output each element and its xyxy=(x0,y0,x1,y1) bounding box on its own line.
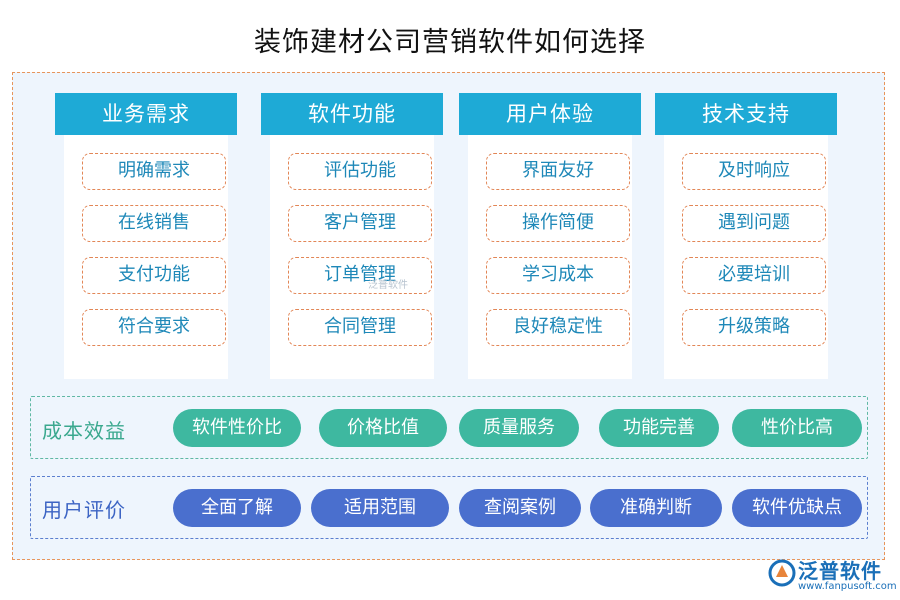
column-software-features: 软件功能 评估功能 客户管理 订单管理 合同管理 xyxy=(261,93,443,379)
column-item: 评估功能 xyxy=(288,153,432,190)
column-body: 明确需求 在线销售 支付功能 符合要求 xyxy=(64,135,228,379)
column-user-experience: 用户体验 界面友好 操作简便 学习成本 良好稳定性 xyxy=(459,93,641,379)
logo-url: www.fanpusoft.com xyxy=(798,581,897,592)
column-item: 支付功能 xyxy=(82,257,226,294)
evaluation-pill: 软件优缺点 xyxy=(732,489,862,527)
column-business-needs: 业务需求 明确需求 在线销售 支付功能 符合要求 xyxy=(55,93,237,379)
evaluation-pill: 全面了解 xyxy=(173,489,301,527)
user-evaluation-band xyxy=(30,476,868,539)
user-evaluation-label: 用户评价 xyxy=(42,498,126,522)
column-item: 遇到问题 xyxy=(682,205,826,242)
column-item: 及时响应 xyxy=(682,153,826,190)
column-tech-support: 技术支持 及时响应 遇到问题 必要培训 升级策略 xyxy=(655,93,837,379)
column-item: 订单管理 xyxy=(288,257,432,294)
cost-pill: 价格比值 xyxy=(319,409,447,447)
column-heading: 软件功能 xyxy=(261,93,443,135)
watermark: 泛普软件 xyxy=(368,280,408,291)
evaluation-pill: 准确判断 xyxy=(590,489,722,527)
column-body: 界面友好 操作简便 学习成本 良好稳定性 xyxy=(468,135,632,379)
page-title: 装饰建材公司营销软件如何选择 xyxy=(254,27,646,58)
column-item: 操作简便 xyxy=(486,205,630,242)
column-item: 升级策略 xyxy=(682,309,826,346)
logo-icon xyxy=(768,559,796,587)
cost-pill: 功能完善 xyxy=(599,409,719,447)
cost-pill: 性价比高 xyxy=(732,409,862,447)
cost-pill: 质量服务 xyxy=(459,409,579,447)
column-heading: 用户体验 xyxy=(459,93,641,135)
column-item: 良好稳定性 xyxy=(486,309,630,346)
column-heading: 技术支持 xyxy=(655,93,837,135)
column-item: 明确需求 xyxy=(82,153,226,190)
evaluation-pill: 适用范围 xyxy=(311,489,449,527)
column-body: 评估功能 客户管理 订单管理 合同管理 xyxy=(270,135,434,379)
column-item: 界面友好 xyxy=(486,153,630,190)
column-item: 必要培训 xyxy=(682,257,826,294)
evaluation-pill: 查阅案例 xyxy=(459,489,581,527)
brand-logo: 泛普软件 www.fanpusoft.com xyxy=(768,553,897,597)
logo-name: 泛普软件 xyxy=(798,559,882,583)
column-item: 合同管理 xyxy=(288,309,432,346)
column-item: 在线销售 xyxy=(82,205,226,242)
column-item: 符合要求 xyxy=(82,309,226,346)
column-heading: 业务需求 xyxy=(55,93,237,135)
cost-benefit-label: 成本效益 xyxy=(42,419,126,443)
cost-benefit-band xyxy=(30,396,868,459)
cost-pill: 软件性价比 xyxy=(173,409,301,447)
column-body: 及时响应 遇到问题 必要培训 升级策略 xyxy=(664,135,828,379)
column-item: 学习成本 xyxy=(486,257,630,294)
column-item: 客户管理 xyxy=(288,205,432,242)
